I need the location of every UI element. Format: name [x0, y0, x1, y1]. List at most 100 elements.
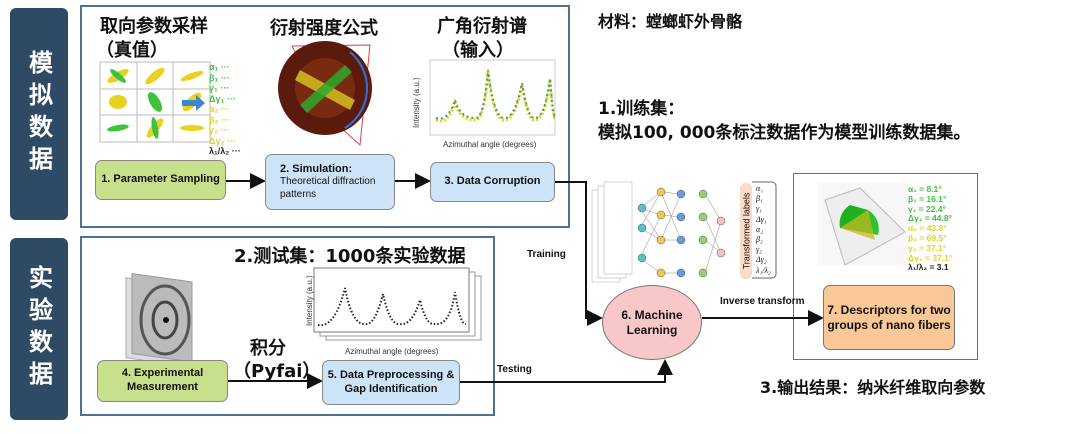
- result-row: γ₂ = 37.1°: [908, 242, 952, 254]
- training-set-desc: 模拟100, 000条标注数据作为模型训练数据集。: [598, 123, 971, 143]
- param: α₁ ···: [209, 62, 230, 72]
- equals-sign: =: [927, 262, 937, 273]
- result-name: β₂: [908, 232, 917, 243]
- result-name: β₁: [908, 193, 917, 204]
- result-value: 69.5°: [926, 232, 947, 243]
- transformed-labels-title: Transformed labels: [741, 192, 752, 270]
- heading-waxs-sub: （输入）: [442, 40, 514, 61]
- equals-sign: =: [916, 242, 927, 253]
- label: λ₁/λ₂: [756, 265, 771, 275]
- material-label: 材料：螳螂虾外骨骼: [598, 12, 743, 31]
- exp-plot-ylabel: Intensity (a.u.): [305, 275, 314, 326]
- output-panel: [793, 173, 978, 360]
- label: β₂: [756, 235, 763, 245]
- waxs-plot-image: [429, 59, 556, 136]
- edge-label-inverse-transform: Inverse transform: [720, 296, 805, 307]
- heading-sampling-sub: （真值）: [96, 40, 168, 61]
- heading-sampling: 取向参数采样: [100, 16, 208, 37]
- test-set-title: 2.测试集：1000条实验数据: [234, 246, 466, 267]
- param: γ₂ ···: [209, 125, 230, 135]
- simulation-desc: Theoretical diffraction patterns: [280, 176, 376, 200]
- result-row: α₁ = 8.1°: [908, 184, 952, 195]
- result-row: β₁ = 16.1°: [908, 193, 952, 205]
- output-result-title: 3.输出结果：纳米纤维取向参数: [760, 378, 986, 397]
- result-value: 8.1°: [926, 184, 942, 194]
- experimental-plot-image: [313, 267, 470, 333]
- detector-image: [125, 272, 193, 367]
- param: Δγ₂ ···: [209, 135, 236, 146]
- pyfai-label: （Pyfai）: [233, 361, 321, 382]
- side-label-experimental: 实验数据: [10, 238, 68, 420]
- result-name: γ₁: [908, 203, 917, 214]
- heading-formula: 衍射强度公式: [270, 18, 378, 39]
- result-name: Δγ₁: [908, 213, 923, 224]
- step-data-preprocessing: 5. Data Preprocessing & Gap Identificati…: [322, 360, 460, 405]
- equals-sign: =: [916, 184, 927, 194]
- result-value: 22.4°: [925, 203, 946, 214]
- result-row: α₂ = 43.8°: [908, 223, 952, 234]
- label: Δγ₂: [756, 255, 767, 265]
- param: γ₁ ···: [209, 83, 230, 93]
- arrow-training: [555, 181, 603, 326]
- edge-label-training: Training: [527, 249, 566, 260]
- result-row: Δγ₂ = 37.1°: [908, 252, 953, 264]
- equals-sign: =: [922, 213, 933, 224]
- result-row: γ₁ = 22.4°: [908, 203, 952, 215]
- waxs-ylabel: Intensity (a.u.): [412, 77, 421, 128]
- training-set-title: 1.训练集：: [598, 99, 685, 119]
- label: α₁: [756, 184, 763, 193]
- param: β₁ ···: [209, 72, 230, 83]
- label: Δγ₁: [756, 214, 767, 224]
- integrate-label: 积分: [250, 338, 286, 359]
- result-name: α₁: [908, 184, 917, 194]
- exp-plot-xlabel: Azimuthal angle (degrees): [345, 347, 439, 356]
- sample-params-list: α₁ ··· β₁ ··· γ₁ ··· Δγ₁ ··· α₂ ··· β₂ ·…: [209, 62, 241, 157]
- result-row: Δγ₁ = 44.8°: [908, 213, 952, 224]
- step-data-corruption: 3. Data Corruption: [430, 162, 555, 202]
- result-row: β₂ = 69.5°: [908, 232, 952, 244]
- neural-network-image: [591, 181, 726, 283]
- result-value: 3.1: [936, 262, 949, 273]
- result-name: γ₂: [908, 242, 917, 253]
- step-simulation: 2. Simulation: Theoretical diffraction p…: [265, 154, 395, 210]
- equals-sign: =: [916, 203, 926, 214]
- label: α₂: [756, 224, 763, 234]
- fiber-orientation-cube-image: [818, 183, 908, 266]
- label: γ₁: [756, 204, 762, 214]
- waxs-xlabel: Azimuthal angle (degrees): [443, 140, 537, 149]
- result-value: 37.1°: [932, 252, 953, 263]
- param: β₂ ···: [209, 114, 230, 125]
- result-row: λ₁/λ₂ = 3.1: [908, 262, 952, 273]
- step-parameter-sampling: 1. Parameter Sampling: [95, 160, 226, 200]
- step-experimental-measurement: 4. Experimental Measurement: [97, 360, 228, 402]
- heading-waxs: 广角衍射谱: [437, 16, 527, 37]
- equals-sign: =: [917, 223, 927, 234]
- param: Δγ₁ ···: [209, 93, 236, 104]
- step-machine-learning: 6. Machine Learning: [602, 285, 702, 360]
- step-descriptors: 7. Descriptors for two groups of nano fi…: [823, 285, 955, 350]
- param: α₂ ···: [209, 104, 231, 114]
- arrow-testing: [460, 359, 673, 383]
- result-value: 44.8°: [932, 213, 952, 224]
- result-value: 37.1°: [926, 242, 947, 253]
- result-value: 43.8°: [926, 223, 947, 234]
- result-name: Δγ₂: [908, 252, 923, 263]
- experiment-panel: [80, 236, 495, 416]
- orientation-cubes-image: [99, 61, 211, 143]
- param: λ₁/λ₂ ···: [209, 146, 241, 156]
- simulation-panel: [80, 5, 570, 228]
- equals-sign: =: [916, 232, 927, 243]
- side-label-simulated: 模拟数据: [10, 8, 68, 220]
- result-values: α₁ = 8.1°β₁ = 16.1°γ₁ = 22.4°Δγ₁ = 44.8°…: [908, 184, 953, 273]
- arrow-right-icon: [182, 95, 205, 111]
- equals-sign: =: [916, 193, 927, 204]
- result-value: 16.1°: [926, 193, 947, 204]
- edge-label-testing: Testing: [497, 364, 532, 375]
- label: β₁: [756, 194, 763, 204]
- result-name: α₂: [908, 223, 918, 234]
- label: γ₂: [756, 245, 762, 255]
- transformed-labels-tag: Transformed labels: [740, 185, 752, 277]
- result-name: λ₁/λ₂: [908, 262, 928, 273]
